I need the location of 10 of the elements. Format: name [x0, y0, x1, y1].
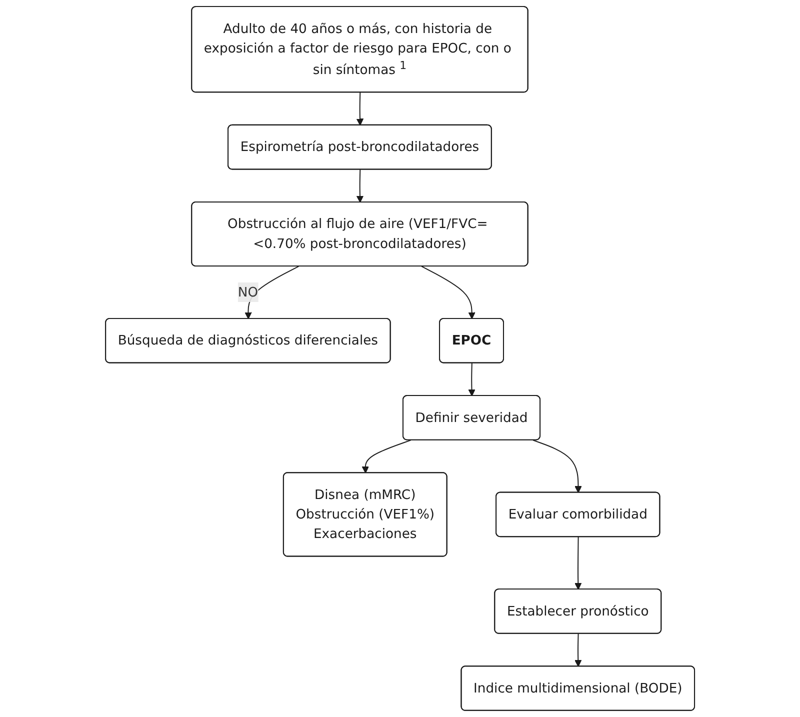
edge-label: NO — [238, 284, 258, 300]
arrow — [574, 633, 582, 667]
arrow — [468, 362, 476, 396]
arrow — [244, 266, 300, 320]
arrow — [362, 440, 412, 474]
arrow — [421, 266, 476, 320]
arrow — [356, 92, 364, 126]
arrow — [356, 169, 364, 203]
arrow — [574, 536, 582, 590]
arrow — [532, 440, 582, 494]
